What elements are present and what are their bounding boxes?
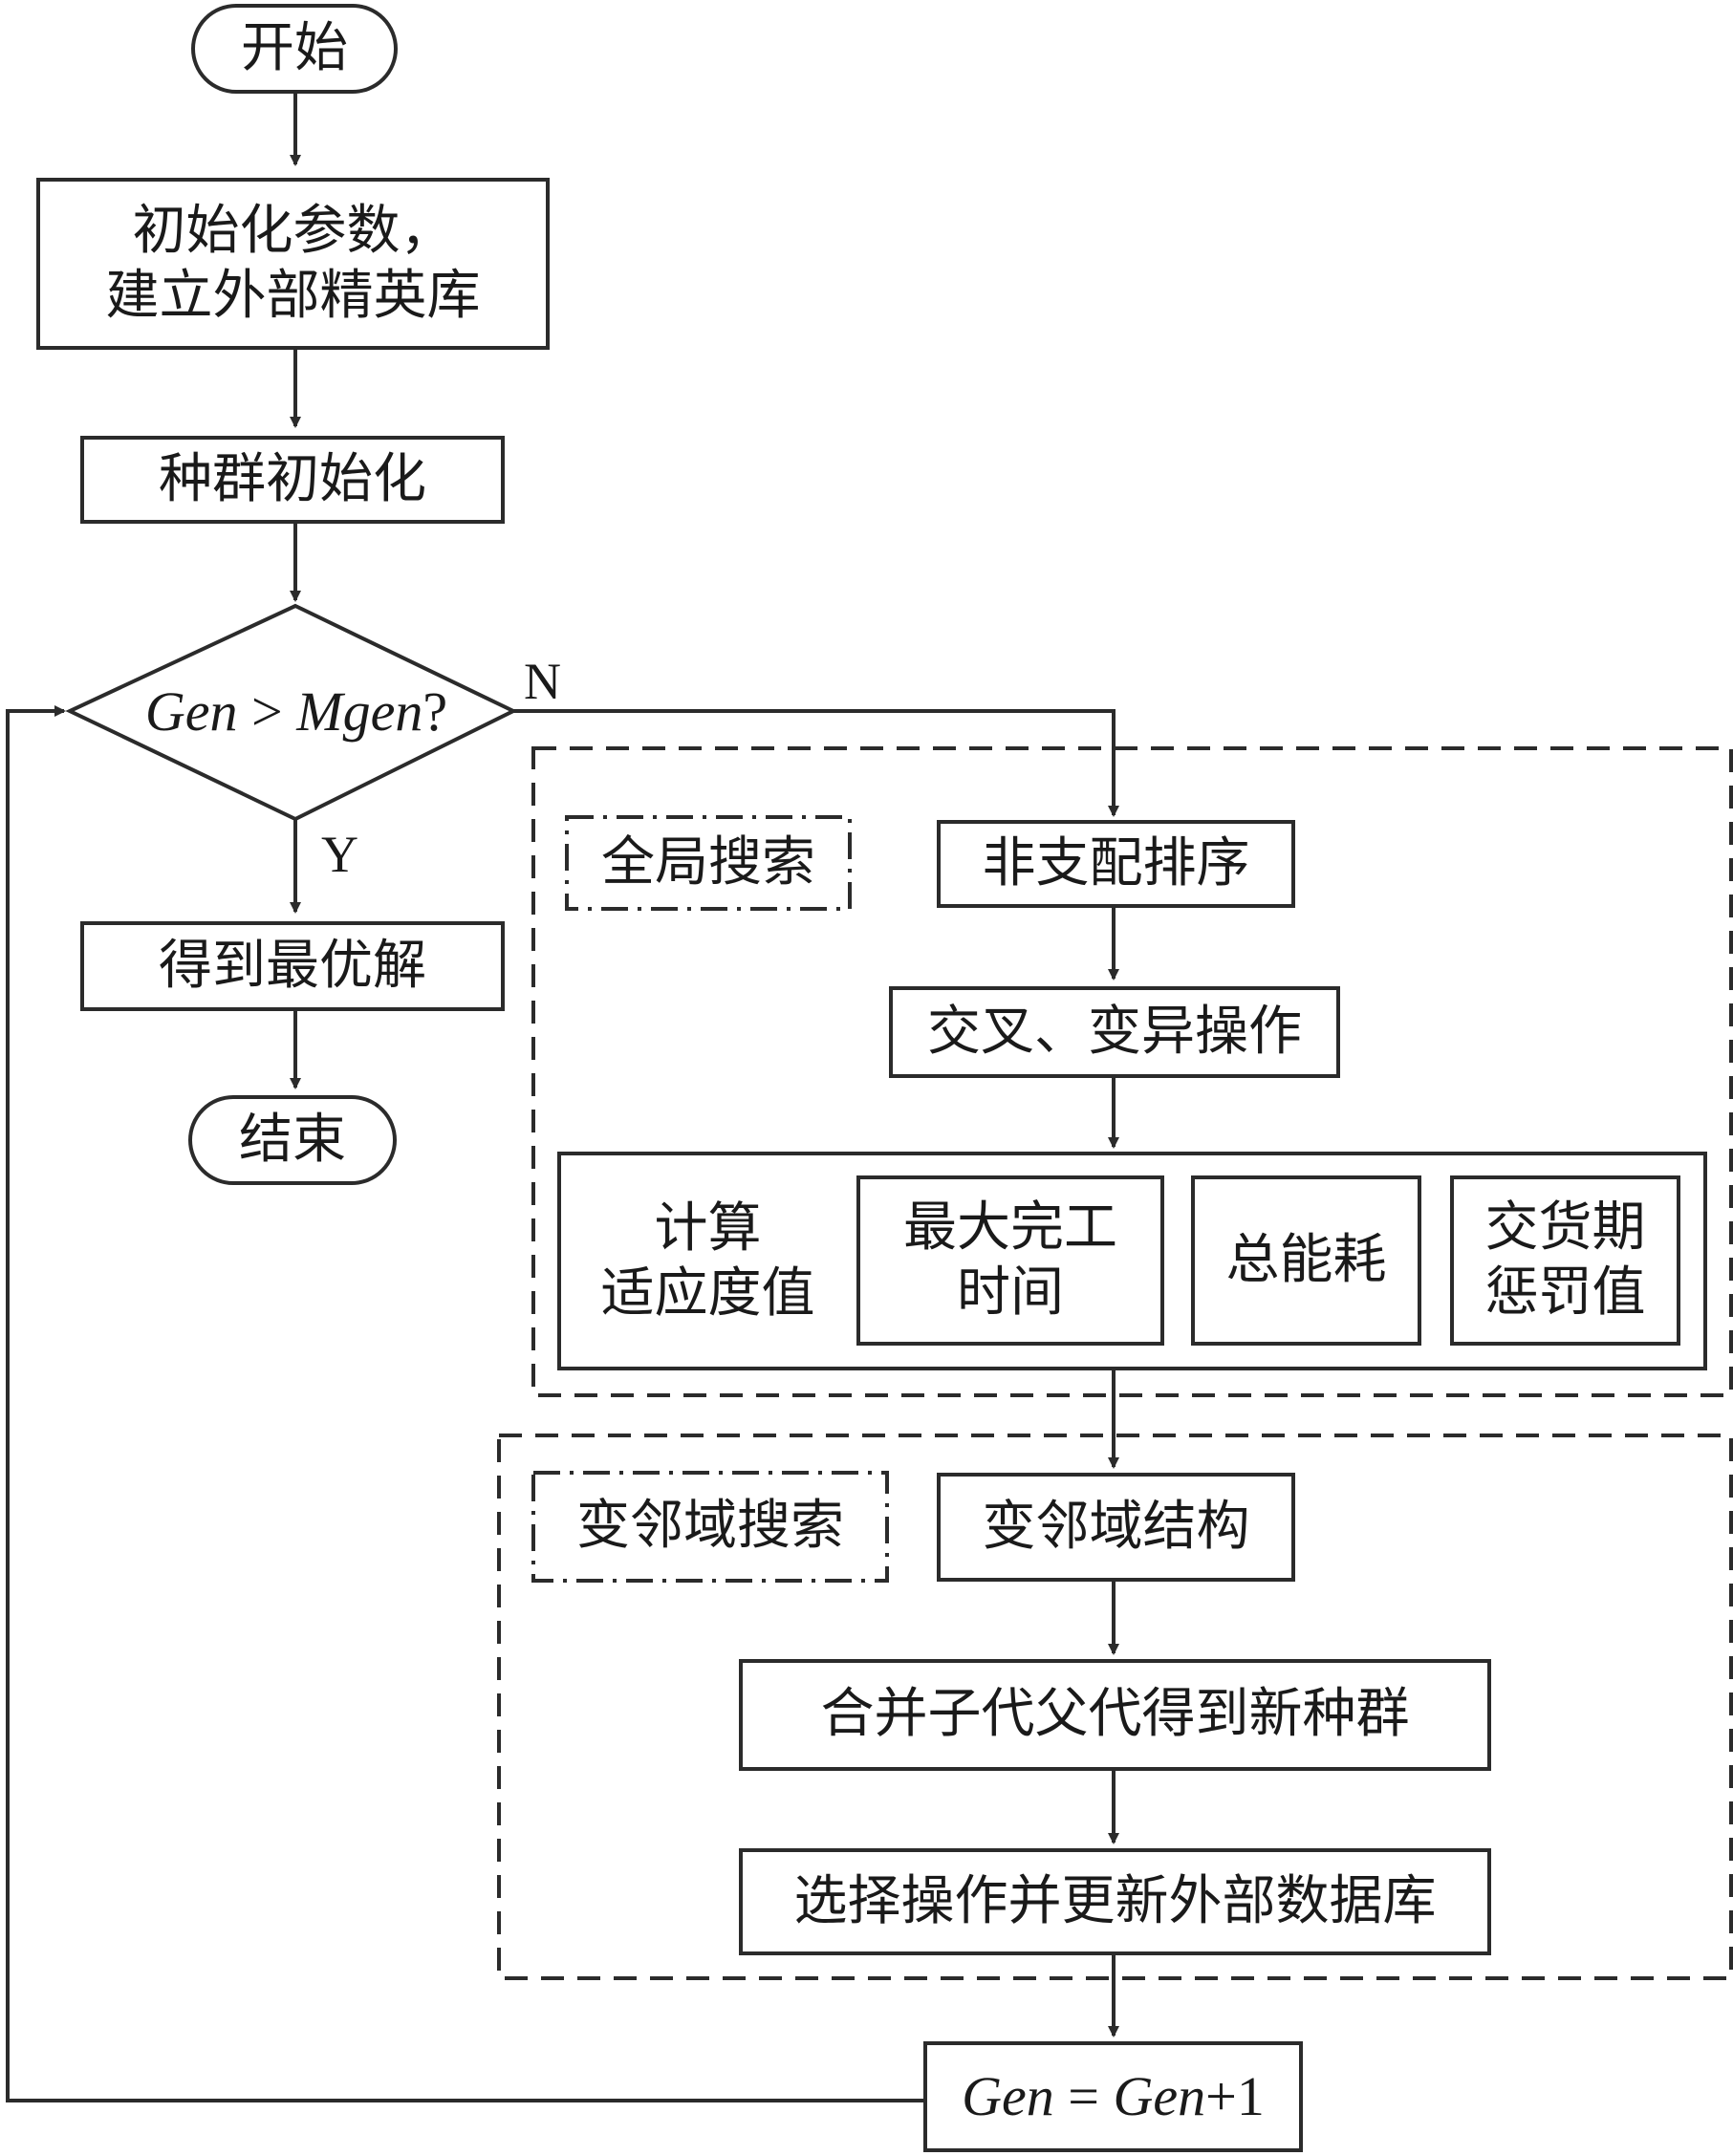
end-node: 结束: [188, 1095, 397, 1185]
decision-operator: >: [237, 679, 297, 743]
init-params-node: 初始化参数， 建立外部精英库: [36, 178, 550, 350]
select-update-node: 选择操作并更新外部数据库: [739, 1848, 1491, 1955]
decision-question: ?: [422, 679, 448, 743]
penalty-node: 交货期 惩罚值: [1450, 1175, 1680, 1346]
decision-rhs: Mgen: [296, 679, 423, 743]
vns-label-border: [531, 1471, 889, 1583]
vns-label: 变邻域搜索: [576, 1495, 844, 1558]
increment-lhs: Gen: [962, 2064, 1054, 2127]
arrow-decision-no: [513, 709, 1119, 817]
init-population-node: 种群初始化: [80, 436, 505, 524]
decision-condition: Gen > Mgen?: [105, 674, 487, 750]
merge-population-node: 合并子代父代得到新种群: [739, 1659, 1491, 1771]
no-label: N: [524, 653, 561, 710]
increment-node: Gen = Gen+1: [923, 2041, 1303, 2152]
yes-label: Y: [321, 826, 358, 883]
fitness-label: 计算 适应度值: [600, 1197, 815, 1325]
increment-operator: =: [1053, 2064, 1114, 2127]
energy-node: 总能耗: [1191, 1175, 1421, 1346]
nondominated-sort-node: 非支配排序: [937, 820, 1295, 908]
arrow-loop-back: [6, 705, 923, 2102]
makespan-node: 最大完工 时间: [856, 1175, 1164, 1346]
start-node: 开始: [191, 4, 398, 94]
increment-suffix: +1: [1205, 2064, 1265, 2127]
decision-lhs: Gen: [144, 679, 238, 743]
vns-structure-node: 变邻域结构: [937, 1473, 1295, 1582]
global-search-label-border: [565, 815, 852, 911]
crossover-mutation-node: 交叉、变异操作: [889, 986, 1340, 1078]
global-search-label: 全局搜索: [601, 830, 815, 894]
global-search-frame: [531, 746, 1733, 1397]
increment-rhs: Gen: [1113, 2064, 1206, 2127]
vns-frame: [497, 1434, 1733, 1980]
best-solution-node: 得到最优解: [80, 921, 505, 1011]
